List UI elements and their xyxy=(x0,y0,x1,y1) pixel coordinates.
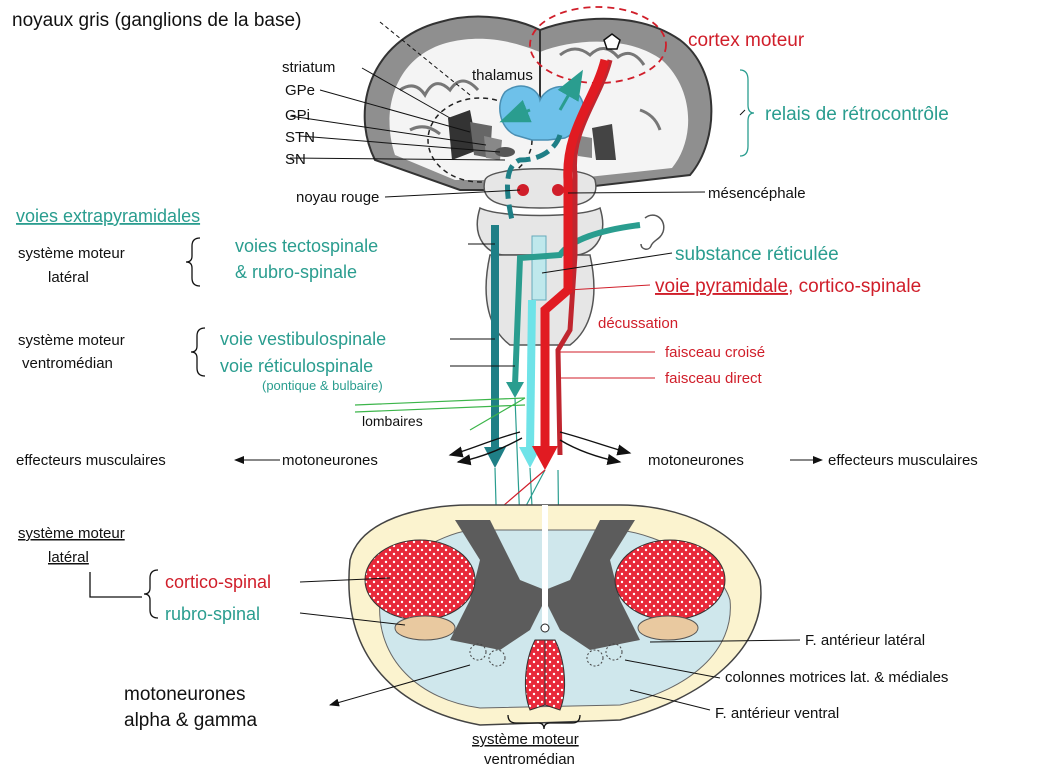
label-ventromedian-1: ventromédian xyxy=(22,355,113,372)
label-noyaux-gris: noyaux gris (ganglions de la base) xyxy=(12,10,301,31)
label-stn: STN xyxy=(285,129,315,146)
midbrain-shape xyxy=(484,169,596,208)
label-voie-reticulospinale: voie réticulospinale xyxy=(220,356,373,376)
label-motoneurones-right: motoneurones xyxy=(648,452,744,469)
label-cortico-spinale: , cortico-spinale xyxy=(788,276,921,297)
label-lateral-1: latéral xyxy=(48,269,89,286)
label-lateral-2: latéral xyxy=(48,549,89,566)
label-voie-vestibulospinale: voie vestibulospinale xyxy=(220,329,386,349)
spinal-cord-section xyxy=(349,505,761,725)
label-voies-tectospinale: voies tectospinale xyxy=(235,236,378,256)
red-arrowhead xyxy=(532,446,558,470)
label-rubro-spinal: rubro-spinal xyxy=(165,604,260,624)
label-decussation: décussation xyxy=(598,315,678,332)
label-effecteurs-right: effecteurs musculaires xyxy=(828,452,978,469)
cyan-tract xyxy=(530,300,532,450)
label-voie-pyramidale-main: voie pyramidale xyxy=(655,276,788,297)
label-f-anterieur-ventral: F. antérieur ventral xyxy=(715,705,839,722)
brace-ventromedian xyxy=(191,328,205,376)
label-motoneurones-left: motoneurones xyxy=(282,452,378,469)
label-sn: SN xyxy=(285,151,306,168)
rubro-spinal-region-right xyxy=(638,616,698,640)
label-alpha-gamma: alpha & gamma xyxy=(124,710,258,731)
label-mesencephale: mésencéphale xyxy=(708,185,806,202)
label-substance-reticulee: substance réticulée xyxy=(675,244,839,265)
cortico-spinal-region-right xyxy=(615,540,725,620)
label-ventromedian-2: ventromédian xyxy=(484,751,575,768)
rubro-spinal-region-left xyxy=(395,616,455,640)
label-rubro-spinale: & rubro-spinale xyxy=(235,262,357,282)
label-gpi: GPi xyxy=(285,107,310,124)
central-canal xyxy=(541,624,549,632)
label-voies-extrapyramidales: voies extrapyramidales xyxy=(16,206,200,226)
label-relais: relais de rétrocontrôle xyxy=(765,104,949,125)
label-f-anterieur-lateral: F. antérieur latéral xyxy=(805,632,925,649)
dark-teal-arrowhead xyxy=(484,447,506,468)
brace-cord xyxy=(144,570,158,618)
label-faisceau-croise: faisceau croisé xyxy=(665,344,765,361)
cortico-spinal-region-left xyxy=(365,540,475,620)
label-systeme-moteur-3: système moteur xyxy=(18,525,125,542)
red-nucleus-right xyxy=(552,184,564,196)
label-pontique: (pontique & bulbaire) xyxy=(262,378,383,393)
label-noyau-rouge: noyau rouge xyxy=(296,189,379,206)
right-bg xyxy=(592,124,616,160)
label-lombaires: lombaires xyxy=(362,413,423,429)
label-voie-pyramidale: voie pyramidale, cortico-spinale xyxy=(655,276,921,297)
bracket-lateral xyxy=(90,572,142,597)
label-cortex-moteur: cortex moteur xyxy=(688,30,805,51)
label-systeme-moteur-1: système moteur xyxy=(18,245,125,262)
label-systeme-moteur-2: système moteur xyxy=(18,332,125,349)
label-gpe: GPe xyxy=(285,82,315,99)
label-thalamus: thalamus xyxy=(472,67,533,84)
label-faisceau-direct: faisceau direct xyxy=(665,370,763,387)
ear-icon xyxy=(641,215,664,249)
label-cortico-spinal: cortico-spinal xyxy=(165,572,271,592)
label-effecteurs-left: effecteurs musculaires xyxy=(16,452,166,469)
teal-tectal-arrowhead xyxy=(506,382,524,398)
label-colonnes-motrices: colonnes motrices lat. & médiales xyxy=(725,669,948,686)
label-systeme-moteur-4: système moteur xyxy=(472,731,579,748)
label-striatum: striatum xyxy=(282,59,335,76)
brain-coronal-section xyxy=(365,7,712,208)
reticular-box xyxy=(532,236,546,300)
brace-lateral xyxy=(186,238,200,286)
label-motoneurones-alpha: motoneurones xyxy=(124,684,245,705)
